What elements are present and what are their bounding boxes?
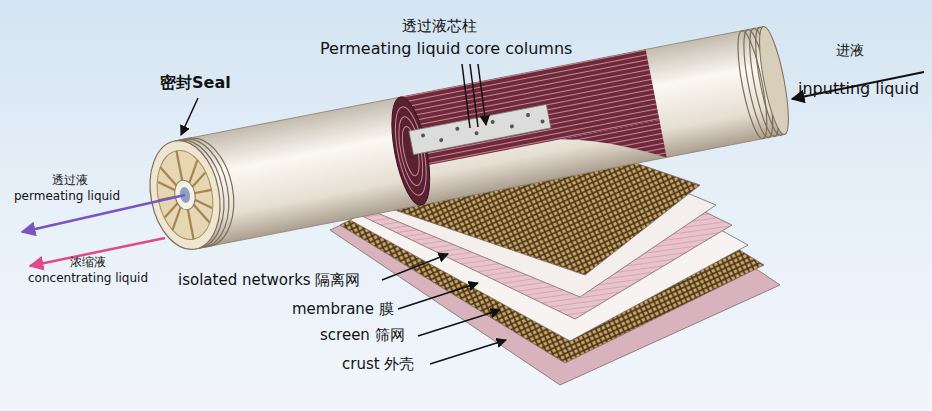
flow-label: permeating liquid bbox=[14, 190, 120, 204]
input-arrow bbox=[792, 72, 924, 99]
part-label: membrane 膜 bbox=[292, 301, 394, 318]
flow-label: 透过液 bbox=[52, 174, 88, 188]
wound-layers bbox=[400, 49, 659, 167]
core-tube bbox=[409, 104, 551, 154]
callout-label: 透过液芯柱 bbox=[402, 18, 477, 35]
cylinder-body bbox=[175, 27, 785, 249]
part-label: crust 外壳 bbox=[342, 356, 414, 373]
membrane-cylinder bbox=[141, 25, 794, 256]
core-holes bbox=[421, 110, 545, 146]
right-end-cap bbox=[754, 25, 795, 137]
flow-label: 进液 bbox=[836, 42, 864, 58]
flow-label: concentrating liquid bbox=[28, 272, 148, 286]
flow-label: 浓缩液 bbox=[70, 256, 106, 270]
callout-label: 密封Seal bbox=[160, 74, 231, 92]
unrolling-layers bbox=[561, 120, 666, 176]
leader-lines bbox=[181, 64, 506, 364]
part-label: isolated networks 隔离网 bbox=[178, 272, 360, 289]
callout-label: Permeating liquid core columns bbox=[320, 40, 572, 58]
part-label: screen 筛网 bbox=[320, 327, 405, 344]
flow-label: inputting liquid bbox=[798, 80, 919, 98]
